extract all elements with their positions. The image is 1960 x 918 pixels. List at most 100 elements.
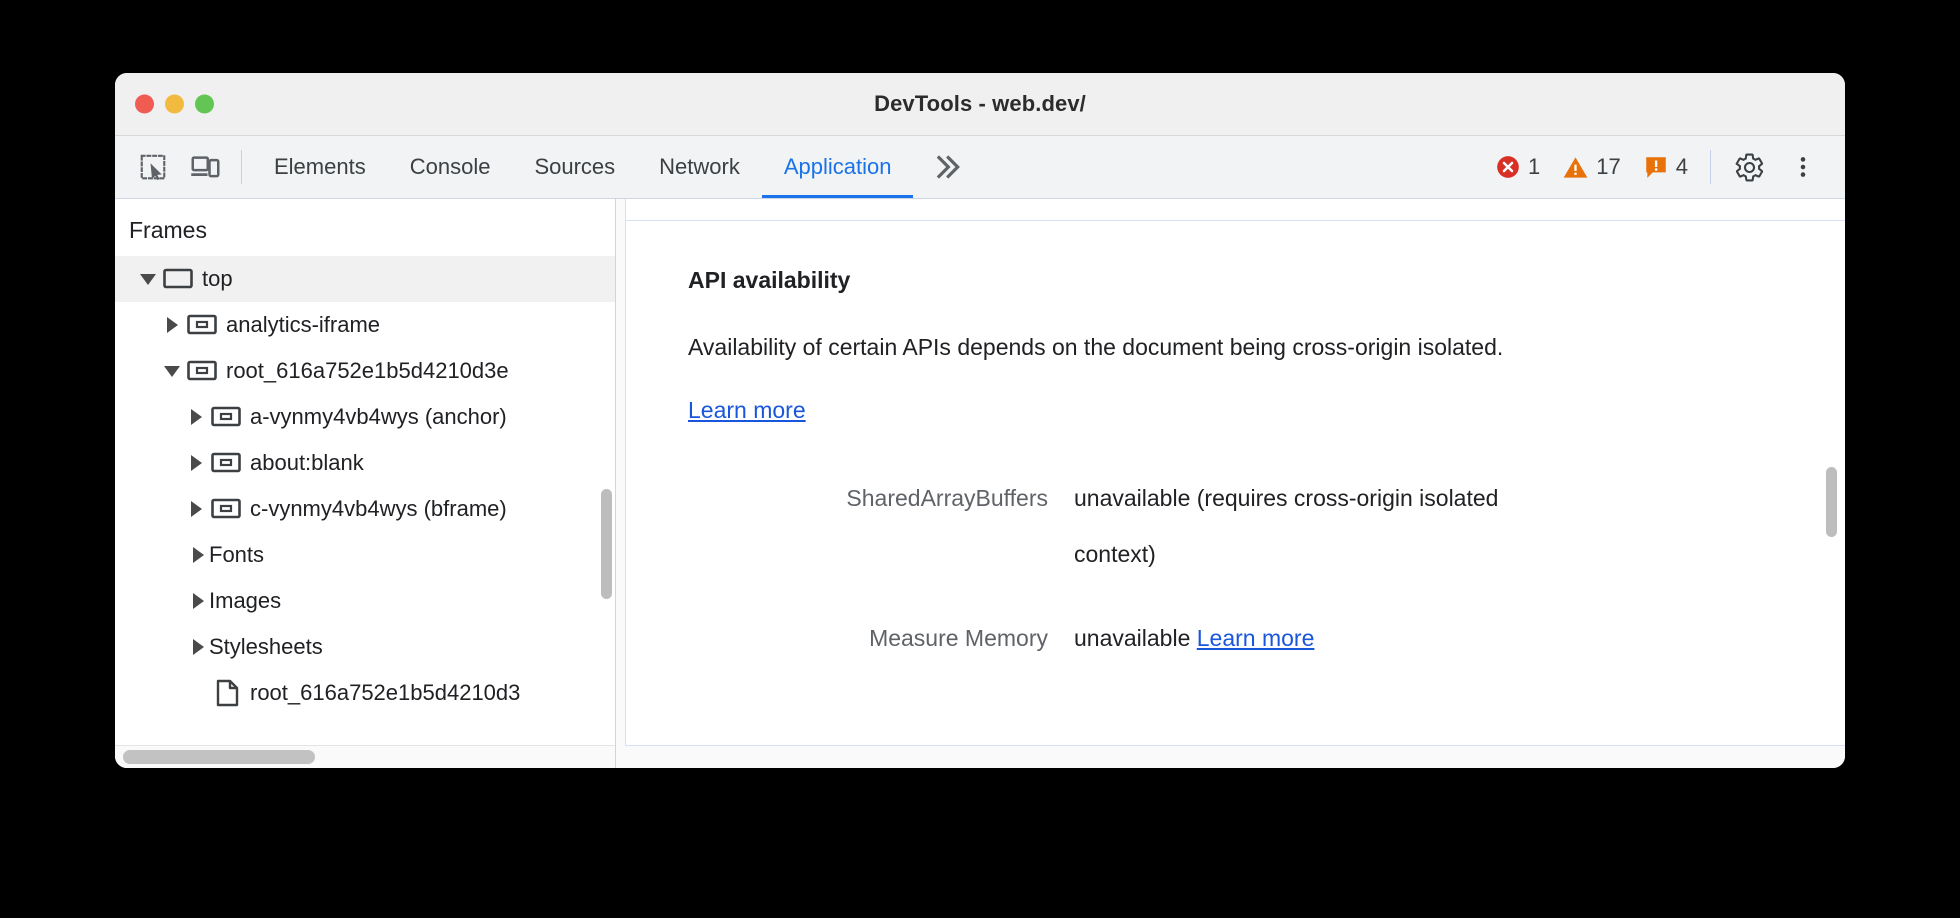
main-vertical-scrollbar[interactable] xyxy=(1826,467,1837,537)
issue-count-button[interactable]: 4 xyxy=(1635,154,1696,180)
tree-item-analytics-iframe[interactable]: analytics-iframe xyxy=(115,302,615,348)
warning-count-value: 17 xyxy=(1596,154,1621,179)
inspect-element-button[interactable] xyxy=(129,143,177,191)
kebab-menu-icon xyxy=(1800,157,1806,177)
error-count-button[interactable]: 1 xyxy=(1487,154,1548,180)
tree-item-label: c-vynmy4vb4wys (bframe) xyxy=(250,496,507,521)
tree-item-fonts[interactable]: Fonts xyxy=(115,532,615,578)
table-row-measure-memory: Measure Memory unavailable Learn more xyxy=(688,610,1845,666)
iframe-icon xyxy=(211,451,241,475)
panel-top-strip xyxy=(625,199,1845,220)
issue-bubble-icon xyxy=(1646,157,1666,178)
frames-sidebar: Frames top xyxy=(115,199,616,768)
row-learn-more-link[interactable]: Learn more xyxy=(1196,625,1315,651)
row-note: (requires cross-origin isolated context) xyxy=(1074,485,1499,567)
twisty-closed-icon[interactable] xyxy=(185,409,207,425)
tree-item-label: root_616a752e1b5d4210d3e xyxy=(226,358,509,383)
device-toolbar-button[interactable] xyxy=(181,143,229,191)
iframe-icon xyxy=(211,405,241,429)
document-icon xyxy=(215,679,241,707)
twisty-closed-icon[interactable] xyxy=(187,547,209,563)
devtools-window: DevTools - web.dev/ xyxy=(115,73,1845,768)
devtools-body: Frames top xyxy=(115,199,1845,768)
sidebar-vertical-scrollbar[interactable] xyxy=(601,489,612,599)
tree-item-images[interactable]: Images xyxy=(115,578,615,624)
row-key: SharedArrayBuffers xyxy=(846,485,1048,511)
twisty-closed-icon[interactable] xyxy=(187,639,209,655)
iframe-icon xyxy=(187,359,217,383)
traffic-light-buttons xyxy=(135,94,214,114)
twisty-closed-icon[interactable] xyxy=(161,317,183,333)
api-availability-table: SharedArrayBuffers unavailable (requires… xyxy=(626,470,1845,666)
availability-paragraph-text: Availability of certain APIs depends on … xyxy=(688,334,1504,360)
more-options-button[interactable] xyxy=(1779,143,1827,191)
tree-item-label: about:blank xyxy=(250,450,364,475)
twisty-open-icon[interactable] xyxy=(161,365,183,377)
minimize-window-button[interactable] xyxy=(165,94,184,114)
inspect-element-icon xyxy=(140,154,166,181)
section-heading: API availability xyxy=(688,267,851,293)
warning-count-button[interactable]: 17 xyxy=(1554,154,1628,181)
tree-item-c-vynmy4vb4wys[interactable]: c-vynmy4vb4wys (bframe) xyxy=(115,486,615,532)
twisty-closed-icon[interactable] xyxy=(185,501,207,517)
tree-item-label: Fonts xyxy=(209,542,265,567)
gear-icon xyxy=(1735,153,1763,181)
device-toolbar-icon xyxy=(191,156,220,178)
tree-item-a-vynmy4vb4wys[interactable]: a-vynmy4vb4wys (anchor) xyxy=(115,394,615,440)
row-status: unavailable xyxy=(1074,485,1191,511)
maximize-window-button[interactable] xyxy=(195,94,214,114)
availability-learn-more-link[interactable]: Learn more xyxy=(688,397,806,423)
twisty-open-icon[interactable] xyxy=(137,273,159,285)
availability-paragraph: Availability of certain APIs depends on … xyxy=(626,294,1568,442)
tab-network[interactable]: Network xyxy=(659,154,740,179)
tree-item-label: Images xyxy=(209,588,282,613)
api-availability-section: API availability Availability of certain… xyxy=(625,220,1845,746)
cursor-arrow-icon xyxy=(150,163,162,181)
row-value-group: unavailable (requires cross-origin isola… xyxy=(1074,470,1534,582)
table-row-sharedarraybuffers: SharedArrayBuffers unavailable (requires… xyxy=(688,470,1845,582)
iframe-icon xyxy=(187,313,217,337)
toolbar-left-group xyxy=(115,136,252,198)
tree-item-root-frame[interactable]: root_616a752e1b5d4210d3e xyxy=(115,348,615,394)
tree-item-stylesheets[interactable]: Stylesheets xyxy=(115,624,615,670)
panel-tabs: Elements Console Sources Network Applica… xyxy=(252,136,914,198)
frames-tree: top analytics-iframe xyxy=(115,256,615,716)
chevron-double-right-icon xyxy=(937,155,961,179)
error-circle-icon xyxy=(1497,156,1519,178)
tree-item-label: Stylesheets xyxy=(209,634,323,659)
tree-item-label: root_616a752e1b5d4210d3 xyxy=(250,680,521,705)
window-titlebar: DevTools - web.dev/ xyxy=(115,73,1845,136)
tree-item-top[interactable]: top xyxy=(115,256,615,302)
tree-item-label: analytics-iframe xyxy=(226,312,381,337)
row-value-group: unavailable Learn more xyxy=(1074,610,1314,666)
error-count-value: 1 xyxy=(1528,154,1541,179)
tree-item-about-blank[interactable]: about:blank xyxy=(115,440,615,486)
tree-item-label: top xyxy=(202,266,233,291)
tree-item-label: a-vynmy4vb4wys (anchor) xyxy=(250,404,507,429)
iframe-icon xyxy=(211,497,241,521)
sidebar-title: Frames xyxy=(129,217,207,243)
row-key: Measure Memory xyxy=(869,625,1048,651)
twisty-closed-icon[interactable] xyxy=(185,455,207,471)
toolbar-right-group: 1 17 4 xyxy=(1487,136,1845,198)
more-tabs-button[interactable] xyxy=(913,136,981,198)
close-window-button[interactable] xyxy=(135,94,154,114)
toolbar-divider xyxy=(241,150,242,184)
tree-item-root-document[interactable]: root_616a752e1b5d4210d3 xyxy=(115,670,615,716)
window-title: DevTools - web.dev/ xyxy=(874,91,1086,116)
devtools-toolbar: Elements Console Sources Network Applica… xyxy=(115,136,1845,199)
toolbar-divider-right xyxy=(1710,150,1711,184)
sidebar-horizontal-scrollbar-track[interactable] xyxy=(115,745,615,768)
application-main-panel: API availability Availability of certain… xyxy=(616,199,1845,768)
tab-application[interactable]: Application xyxy=(761,136,914,198)
warning-triangle-icon xyxy=(1563,156,1588,178)
issue-count-value: 4 xyxy=(1675,154,1688,179)
twisty-closed-icon[interactable] xyxy=(187,593,209,609)
tab-console[interactable]: Console xyxy=(409,154,491,179)
sidebar-horizontal-scrollbar-thumb[interactable] xyxy=(123,750,315,764)
frame-icon xyxy=(163,267,193,291)
settings-button[interactable] xyxy=(1725,143,1773,191)
tab-elements[interactable]: Elements xyxy=(274,154,366,179)
row-status: unavailable xyxy=(1074,625,1191,651)
tab-sources[interactable]: Sources xyxy=(534,154,616,179)
